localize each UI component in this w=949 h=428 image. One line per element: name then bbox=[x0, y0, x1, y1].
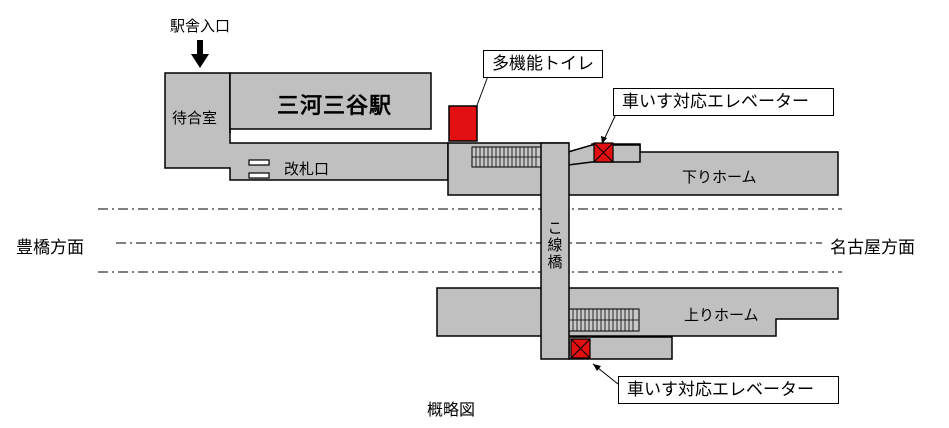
toilet-callout: 多機能トイレ bbox=[483, 50, 603, 78]
ticket-gate-marker-1 bbox=[248, 159, 270, 166]
multipurpose-toilet bbox=[448, 105, 478, 142]
station-name-block bbox=[229, 72, 432, 130]
elevator-up-side bbox=[570, 338, 591, 359]
direction-nagoya: 名古屋方面 bbox=[830, 238, 915, 258]
down-platform-label: 下りホーム bbox=[682, 168, 757, 186]
elevator-callout-bottom: 車いす対応エレベーター bbox=[618, 376, 839, 404]
toilet-leader bbox=[475, 75, 489, 109]
ticket-gate-marker-2 bbox=[248, 172, 270, 179]
direction-toyohashi: 豊橋方面 bbox=[16, 238, 84, 258]
overpass-char-3: 橋 bbox=[547, 253, 563, 271]
overpass-char-2: 線 bbox=[547, 236, 563, 254]
elevator-bottom-leader bbox=[592, 363, 619, 385]
entrance-label: 駅舎入口 bbox=[170, 17, 231, 35]
elevator-callout-top: 車いす対応エレベーター bbox=[613, 88, 834, 116]
overpass-char-1: こ bbox=[547, 219, 563, 237]
overpass-bridge bbox=[540, 142, 570, 360]
stairs-up-platform bbox=[568, 308, 640, 332]
stairs-down-platform bbox=[471, 146, 546, 168]
ticket-gate-label: 改札口 bbox=[284, 160, 330, 178]
entrance-arrow-icon bbox=[191, 40, 209, 68]
diagram-caption: 概略図 bbox=[427, 400, 476, 419]
rail-tracks bbox=[98, 208, 842, 273]
up-platform-label: 上りホーム bbox=[684, 306, 759, 324]
overpass-label: こ 線 橋 bbox=[546, 220, 564, 271]
elevator-top-leader bbox=[601, 113, 617, 145]
elevator-down-side bbox=[593, 142, 614, 163]
waiting-room-label: 待合室 bbox=[172, 109, 218, 127]
station-name: 三河三谷駅 bbox=[277, 94, 393, 119]
